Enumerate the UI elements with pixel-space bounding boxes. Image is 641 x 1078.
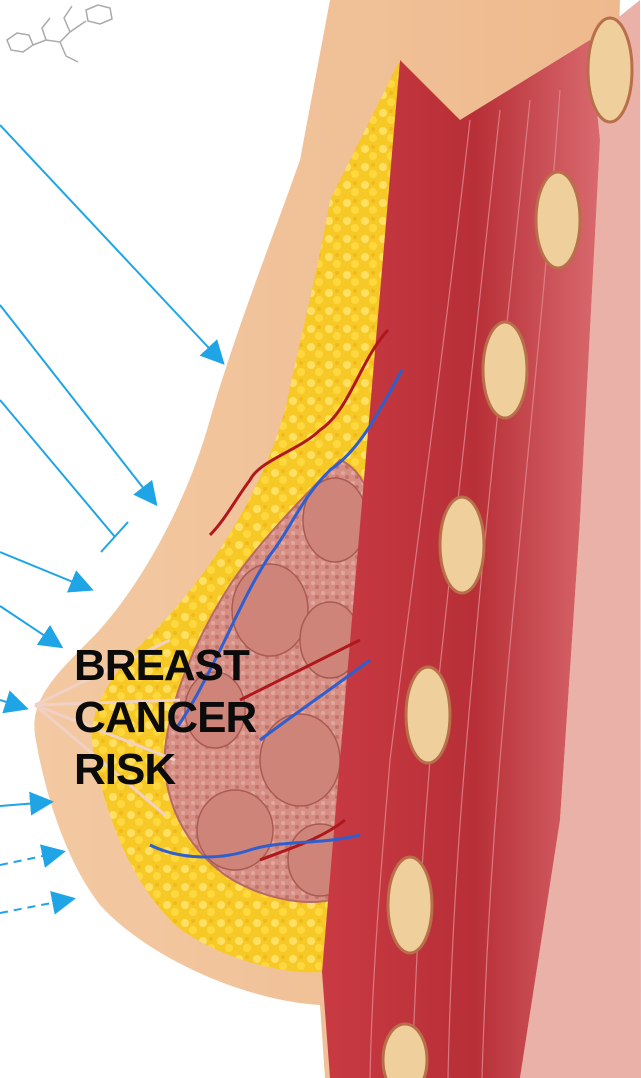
pointer-line bbox=[0, 552, 90, 589]
label-line-2: CANCER bbox=[74, 692, 294, 744]
pointer-line bbox=[0, 852, 62, 865]
label-line-3: RISK bbox=[74, 744, 294, 796]
pointer-line bbox=[0, 125, 222, 362]
label-line-1: BREAST bbox=[74, 640, 294, 692]
pointer-line bbox=[0, 700, 25, 708]
chemical-structure-icon bbox=[7, 5, 112, 62]
pointer-line bbox=[0, 305, 155, 503]
pointer-line bbox=[0, 899, 72, 913]
pointer-line bbox=[0, 606, 60, 646]
pointer-line bbox=[0, 802, 50, 806]
pointer-line bbox=[0, 400, 115, 537]
breast-cancer-risk-label: BREAST CANCER RISK bbox=[74, 640, 294, 796]
